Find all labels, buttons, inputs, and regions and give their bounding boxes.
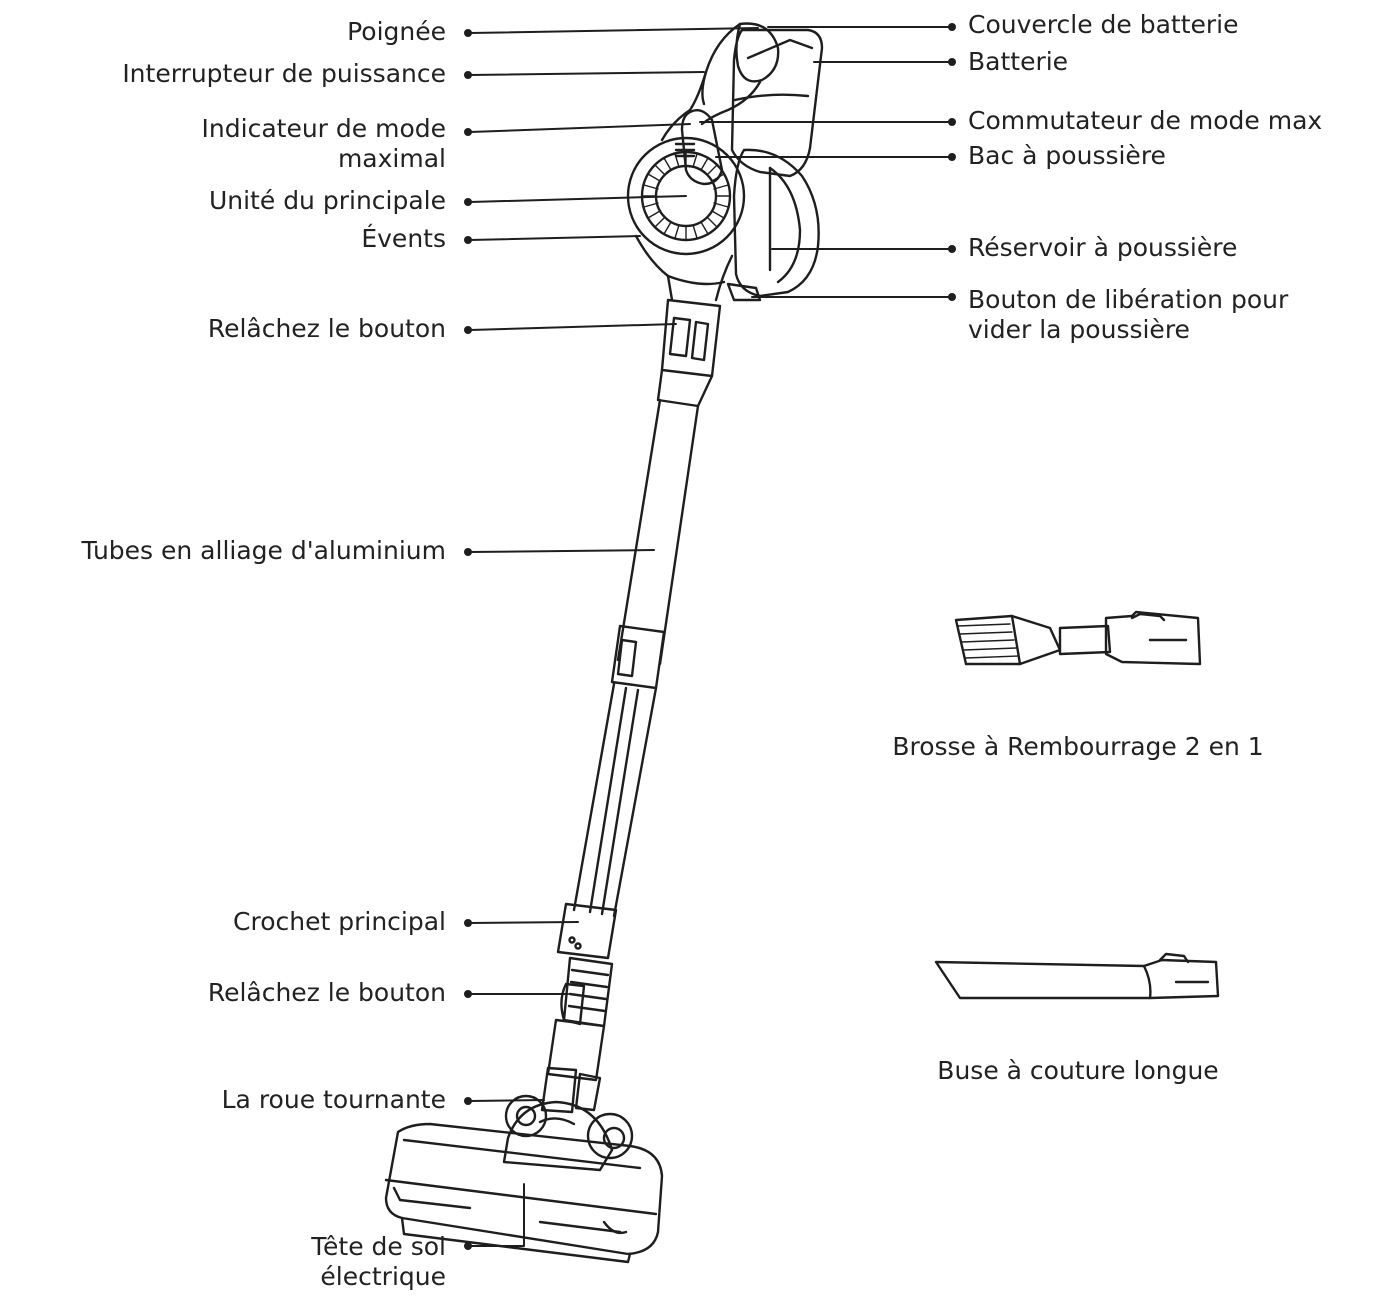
leader-dots-left [464,29,472,1250]
label-couvercle-de-batterie: Couvercle de batterie [968,10,1239,39]
label-commutateur-de-mode-max: Commutateur de mode max [968,106,1323,135]
label-bouton-de-liberation: Bouton de libération pour vider la pouss… [968,285,1289,344]
crevice-nozzle-icon [934,952,1220,1000]
upper-connector [656,298,722,408]
leader-lines-left [469,27,759,1247]
label-indicateur-de-mode-maximal: Indicateur de mode maximal [201,114,446,173]
label-relachez-le-bouton-bas: Relâchez le bouton [207,978,446,1007]
label-bac-a-poussiere: Bac à poussière [968,141,1166,170]
upholstery-brush-icon [954,610,1202,666]
label-crochet-principal: Crochet principal [233,907,446,936]
lower-connector [546,902,618,1082]
label-events: Évents [361,224,446,253]
label-unite-du-principale: Unité du principale [208,186,446,215]
label-roue-tournante: La roue tournante [221,1085,446,1114]
label-tubes-aluminium: Tubes en alliage d'aluminium [81,536,446,565]
caption-buse-a-couture-longue: Buse à couture longue [937,1056,1219,1085]
label-poignee: Poignée [347,17,446,46]
label-batterie: Batterie [968,47,1069,76]
caption-brosse-a-rembourrage: Brosse à Rembourrage 2 en 1 [892,732,1264,761]
leader-lines-right [699,26,951,298]
vacuum-body [626,22,824,302]
floor-head [384,1066,664,1264]
label-interrupteur-de-puissance: Interrupteur de puissance [122,59,446,88]
leader-dots-right [948,23,956,301]
aluminium-tube [572,398,700,918]
label-reservoir-a-poussiere: Réservoir à poussière [968,233,1238,262]
label-tete-de-sol-electrique: Tête de sol électrique [311,1232,446,1291]
label-relachez-le-bouton-haut: Relâchez le bouton [207,314,446,343]
